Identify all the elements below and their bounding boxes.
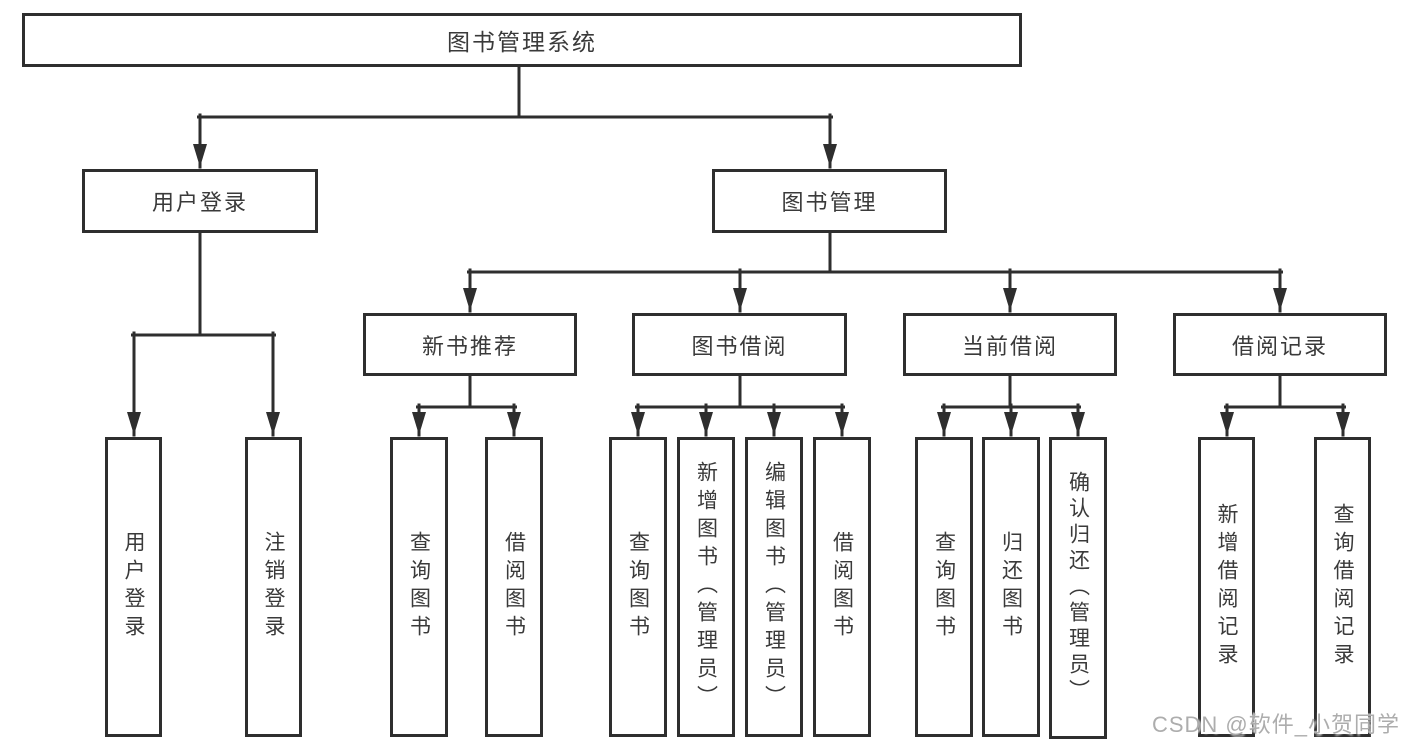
node-root-label: 图书管理系统 [447,29,597,55]
leaf-current-return-label: 归还图书 [999,531,1023,643]
leaf-current-confirm-label: 确认归还（管理员） [1066,471,1090,705]
leaf-current-confirm: 确认归还（管理员） [1049,437,1107,739]
leaf-borrow-add: 新增图书（管理员） [677,437,735,737]
leaf-borrow-borrow-label: 借阅图书 [830,531,854,643]
leaf-current-return: 归还图书 [982,437,1040,737]
node-book-borrow-label: 图书借阅 [691,333,788,359]
leaf-borrow-edit-label: 编辑图书（管理员） [762,461,786,713]
node-new-book-rec: 新书推荐 [363,313,577,376]
leaf-newbook-query: 查询图书 [390,437,448,737]
node-new-book-rec-label: 新书推荐 [421,333,518,359]
leaf-records-query: 查询借阅记录 [1314,437,1371,737]
leaf-newbook-borrow: 借阅图书 [485,437,543,737]
leaf-user-login: 用户登录 [105,437,162,737]
leaf-newbook-borrow-label: 借阅图书 [502,531,526,643]
leaf-current-query: 查询图书 [915,437,973,737]
leaf-borrow-query-label: 查询图书 [626,531,650,643]
leaf-records-add: 新增借阅记录 [1198,437,1255,737]
leaf-borrow-query: 查询图书 [609,437,667,737]
node-user-login: 用户登录 [82,169,318,233]
leaf-borrow-edit: 编辑图书（管理员） [745,437,803,737]
node-current-borrow: 当前借阅 [903,313,1117,376]
leaf-borrow-add-label: 新增图书（管理员） [694,461,718,713]
node-book-mgmt: 图书管理 [712,169,947,233]
leaf-current-query-label: 查询图书 [932,531,956,643]
node-borrow-records-label: 借阅记录 [1231,333,1328,359]
node-borrow-records: 借阅记录 [1173,313,1387,376]
leaf-records-add-label: 新增借阅记录 [1215,503,1238,671]
leaf-records-query-label: 查询借阅记录 [1331,503,1354,671]
leaf-newbook-query-label: 查询图书 [407,531,431,643]
watermark-text: CSDN @软件_小贺同学 [1151,712,1400,737]
node-user-login-label: 用户登录 [151,190,248,215]
node-root: 图书管理系统 [22,13,1022,67]
leaf-logout-label: 注销登录 [262,531,285,643]
node-book-mgmt-label: 图书管理 [781,190,878,215]
node-book-borrow: 图书借阅 [632,313,847,376]
leaf-borrow-borrow: 借阅图书 [813,437,871,737]
leaf-user-login-label: 用户登录 [122,531,145,643]
node-current-borrow-label: 当前借阅 [961,333,1058,359]
leaf-logout: 注销登录 [245,437,302,737]
